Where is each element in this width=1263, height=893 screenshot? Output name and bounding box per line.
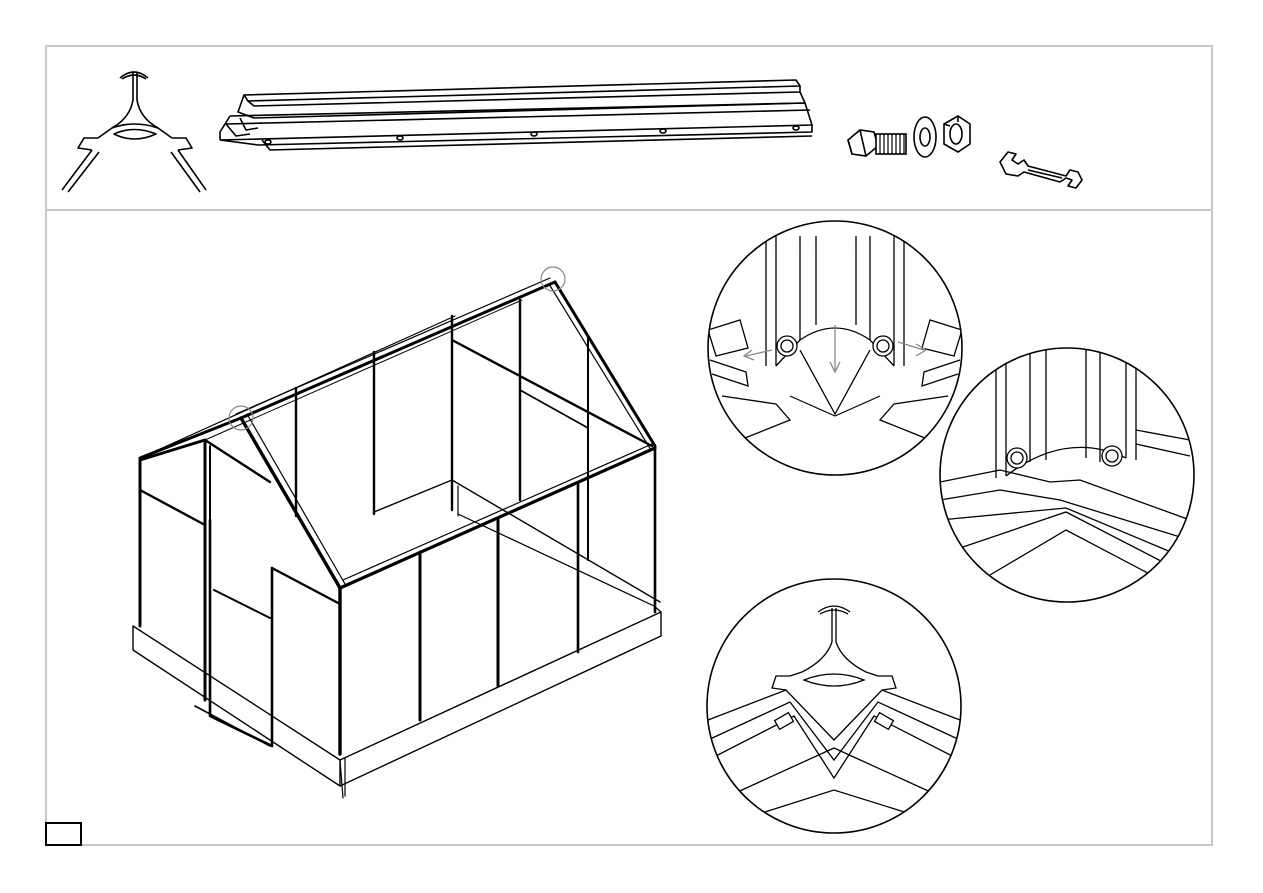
nut-part (944, 116, 970, 152)
detail-circle-1 (708, 221, 962, 475)
washer-part (914, 117, 936, 157)
ridge-connector-part (62, 72, 206, 192)
greenhouse-frame (133, 267, 661, 798)
bolt-part (848, 130, 906, 156)
spanner-part (1000, 152, 1082, 188)
ridge-profile-part (220, 80, 812, 150)
page-number-box (45, 822, 82, 846)
detail-circle-3 (707, 579, 961, 833)
detail-circle-2 (940, 348, 1194, 602)
